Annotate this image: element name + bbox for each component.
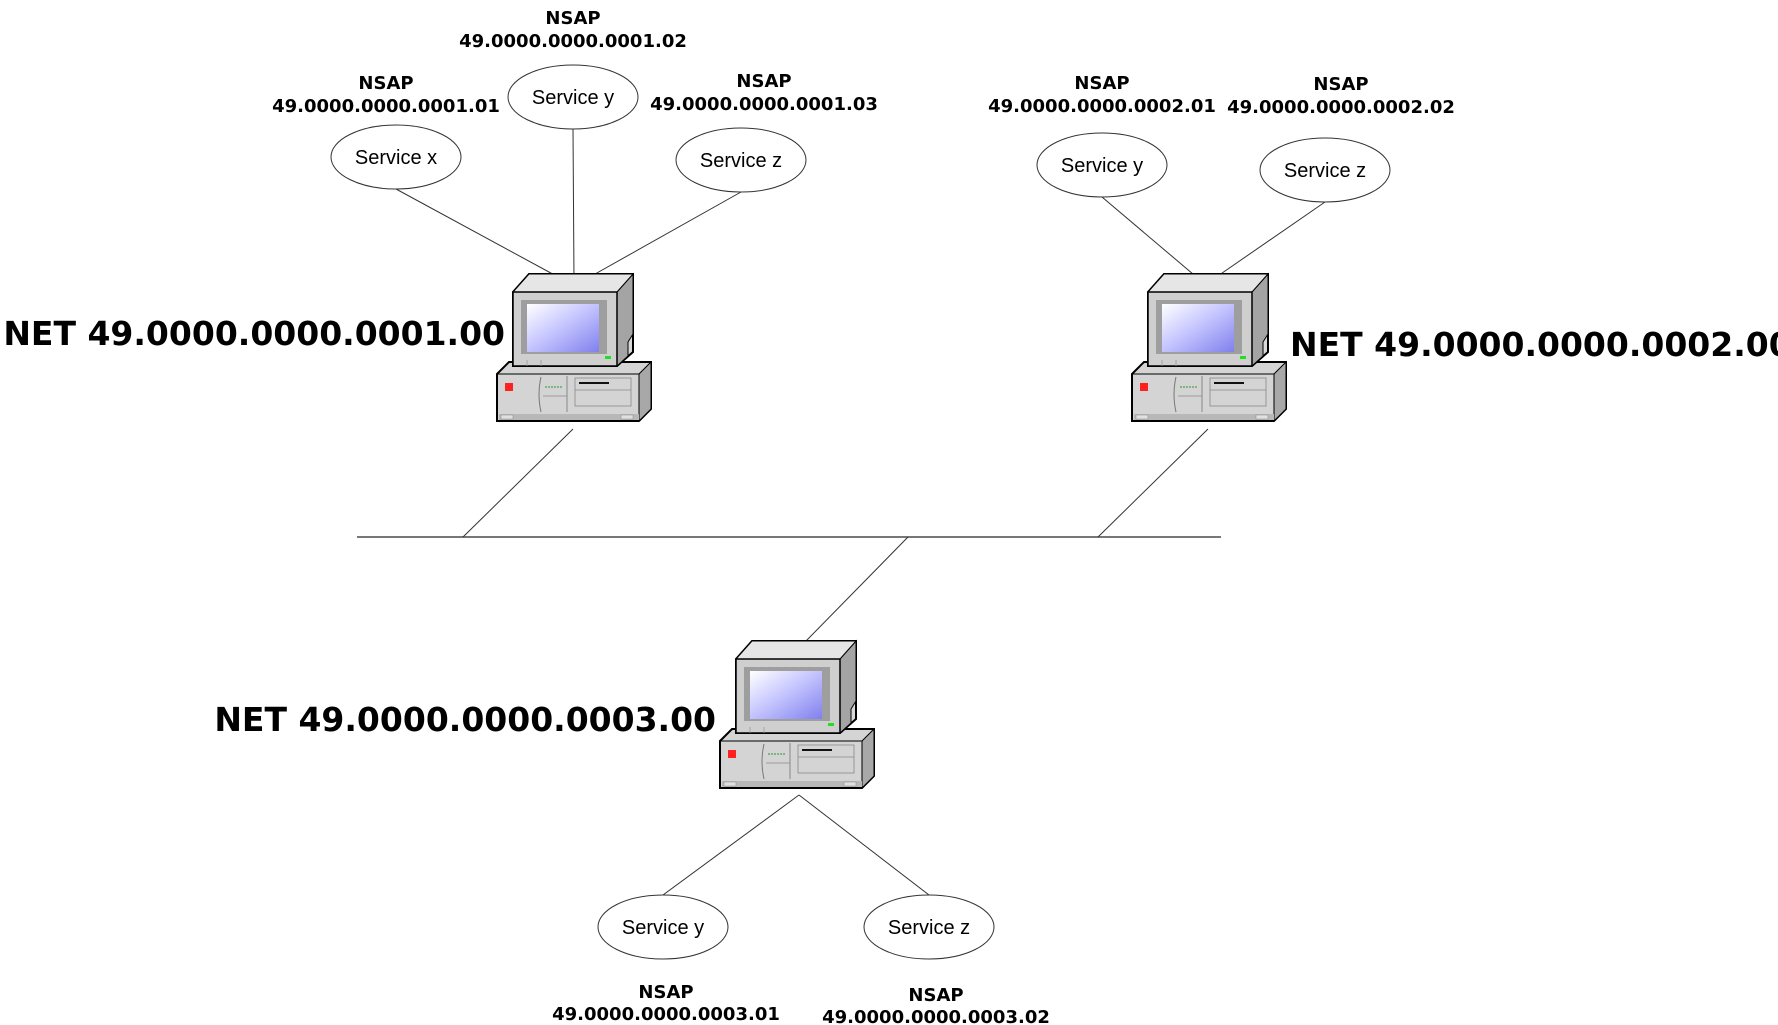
host1-service-z-link xyxy=(587,191,742,279)
service-label: Service y xyxy=(622,917,704,939)
service-ellipse[interactable] xyxy=(863,894,995,960)
nsap-address: 49.0000.0000.0002.01 xyxy=(988,96,1216,117)
nsap-title: NSAP xyxy=(908,985,963,1006)
host3-service-z[interactable]: Service z NSAP 49.0000.0000.0003.02 xyxy=(822,894,1050,1025)
host1-service-x[interactable]: Service x NSAP 49.0000.0000.0001.01 xyxy=(272,73,500,190)
host2-service-y-link xyxy=(1101,196,1201,281)
host3-service-z-link xyxy=(798,794,930,896)
nsap-address: 49.0000.0000.0001.01 xyxy=(272,96,500,117)
host1-service-y-link xyxy=(572,128,575,282)
nsap-title: NSAP xyxy=(545,8,600,29)
host1-net-label: NET 49.0000.0000.0001.00 xyxy=(3,314,505,353)
service-label: Service y xyxy=(532,87,614,109)
service-ellipse[interactable] xyxy=(675,127,807,193)
service-ellipse[interactable] xyxy=(1036,132,1168,198)
nsap-title: NSAP xyxy=(638,982,693,1003)
host3-service-y[interactable]: Service y NSAP 49.0000.0000.0003.01 xyxy=(552,894,780,1025)
nsap-title: NSAP xyxy=(1074,73,1129,94)
host2-computer-icon[interactable] xyxy=(1131,273,1287,422)
nsap-title: NSAP xyxy=(736,71,791,92)
nsap-address: 49.0000.0000.0003.01 xyxy=(552,1004,780,1025)
host1-bus-link xyxy=(462,428,574,538)
host2-bus-link xyxy=(1097,428,1209,538)
service-ellipse[interactable] xyxy=(597,894,729,960)
service-label: Service z xyxy=(1284,160,1366,182)
host3-net-label: NET 49.0000.0000.0003.00 xyxy=(214,700,716,739)
host2-service-y[interactable]: Service y NSAP 49.0000.0000.0002.01 xyxy=(988,73,1216,198)
host2-service-z[interactable]: Service z NSAP 49.0000.0000.0002.02 xyxy=(1227,74,1455,203)
nsap-address: 49.0000.0000.0001.02 xyxy=(459,31,687,52)
service-label: Service z xyxy=(700,150,782,172)
host3-computer-icon[interactable] xyxy=(719,640,875,789)
nsap-address: 49.0000.0000.0003.02 xyxy=(822,1007,1050,1025)
nsap-title: NSAP xyxy=(1313,74,1368,95)
service-label: Service x xyxy=(355,147,437,169)
service-ellipse[interactable] xyxy=(507,64,639,130)
host1-computer-icon[interactable] xyxy=(496,273,652,422)
host3-service-y-link xyxy=(662,794,800,896)
host1-service-x-link xyxy=(395,188,561,279)
host1-service-z[interactable]: Service z NSAP 49.0000.0000.0001.03 xyxy=(650,71,878,193)
service-label: Service y xyxy=(1061,155,1143,177)
host3-bus-link xyxy=(805,536,909,642)
nsap-address: 49.0000.0000.0002.02 xyxy=(1227,97,1455,118)
host2-service-z-link xyxy=(1211,201,1326,281)
nsap-title: NSAP xyxy=(358,73,413,94)
service-ellipse[interactable] xyxy=(330,124,462,190)
host1-service-y[interactable]: Service y NSAP 49.0000.0000.0001.02 xyxy=(459,8,687,130)
service-label: Service z xyxy=(888,917,970,939)
host2-net-label: NET 49.0000.0000.0002.00 xyxy=(1290,325,1778,364)
nsap-address: 49.0000.0000.0001.03 xyxy=(650,94,878,115)
service-ellipse[interactable] xyxy=(1259,137,1391,203)
